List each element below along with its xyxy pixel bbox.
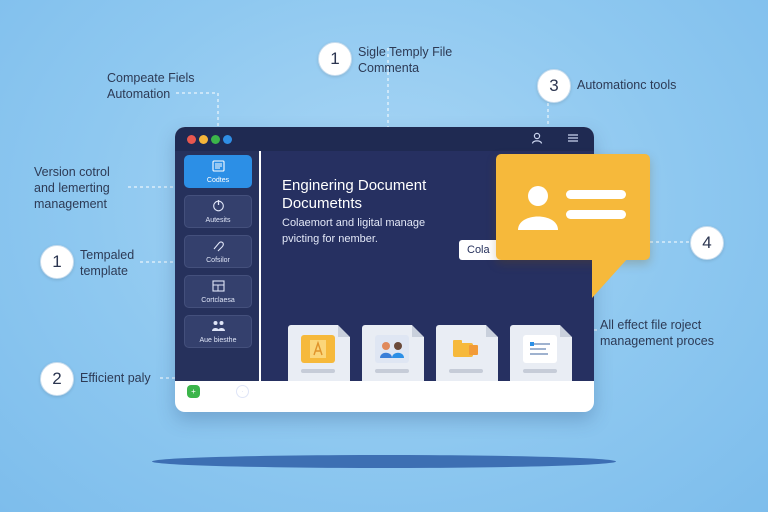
layout-icon	[211, 279, 225, 295]
sidebar-item-label: Autesits	[205, 217, 231, 224]
menu-icon[interactable]	[567, 132, 579, 147]
people-file-icon	[375, 335, 409, 363]
step-badge-4: 4	[690, 226, 724, 260]
minimize-dot[interactable]	[199, 135, 208, 144]
window-titlebar	[175, 127, 594, 151]
extra-dot[interactable]	[223, 135, 232, 144]
close-dot[interactable]	[187, 135, 196, 144]
callout-single-template: Sigle Temply File Commenta	[358, 45, 453, 75]
document-card-list[interactable]	[510, 325, 572, 381]
sidebar-item-cofsilor[interactable]: Cofsilor	[184, 235, 252, 268]
sidebar-item-label: Codtes	[206, 176, 230, 184]
callout-file-automation: Compeate Fiels Automation	[107, 71, 195, 101]
sidebar: Codtes Autesits Cofsilor Cortclaesa Aue …	[175, 151, 259, 398]
page-title: Enginering Document Documetnts	[282, 177, 427, 212]
step-badge-1-top: 1	[318, 42, 352, 76]
main-panel: Enginering Document Documetnts Colaemort…	[261, 151, 594, 381]
callout-template: Tempaled template	[80, 248, 135, 278]
settings-circle-icon[interactable]: ·	[236, 385, 249, 398]
contact-card-bubble	[496, 154, 650, 298]
sidebar-item-autesits[interactable]: Autesits	[184, 195, 252, 228]
people-icon	[211, 320, 226, 335]
callout-project-management: All effect file roject management proces	[600, 318, 714, 348]
step-badge-2: 2	[40, 362, 74, 396]
window-shadow	[152, 455, 616, 468]
link-icon	[212, 240, 225, 255]
folder-file-icon	[449, 335, 483, 363]
sidebar-item-aue-biesthe[interactable]: Aue biesthe	[184, 315, 252, 348]
sidebar-item-label: Cofsilor	[206, 256, 230, 264]
list-file-icon	[523, 335, 557, 363]
document-icon	[211, 159, 225, 175]
text-line-bar	[566, 190, 626, 199]
document-card-folder[interactable]	[436, 325, 498, 381]
document-card-people[interactable]	[362, 325, 424, 381]
user-icon[interactable]	[531, 132, 543, 147]
step-badge-3: 3	[537, 69, 571, 103]
callout-version-control: Version cotrol and lemerting management	[34, 165, 110, 211]
step-badge-1-left: 1	[40, 245, 74, 279]
page-description: Colaemort and ligital manage pvicting fo…	[282, 217, 426, 245]
text-line-bar	[566, 210, 626, 219]
document-card-image[interactable]	[288, 325, 350, 381]
sidebar-item-cortclaesa[interactable]: Cortclaesa	[184, 275, 252, 308]
sidebar-item-label: Aue biesthe	[199, 336, 237, 344]
callout-efficient: Efficient paly	[80, 371, 151, 385]
user-avatar-icon	[518, 186, 558, 230]
power-icon	[212, 199, 225, 215]
sidebar-item-label: Cortclaesa	[201, 296, 235, 304]
status-green-icon[interactable]: +	[187, 385, 200, 398]
sidebar-item-codtes[interactable]: Codtes	[184, 155, 252, 188]
maximize-dot[interactable]	[211, 135, 220, 144]
image-file-icon	[301, 335, 335, 363]
callout-automation-tools: Automationc tools	[577, 78, 677, 92]
